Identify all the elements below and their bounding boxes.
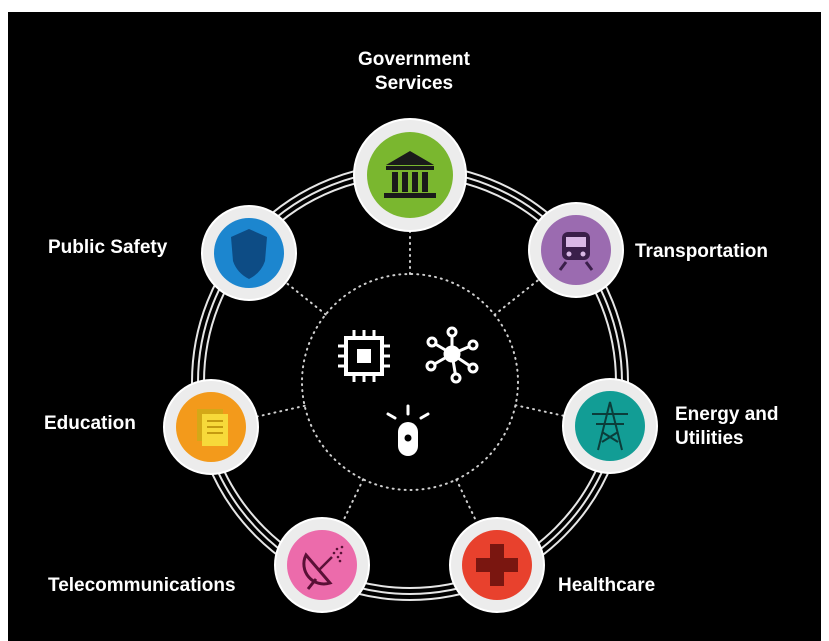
node-transportation (528, 202, 624, 298)
government-building-icon (384, 151, 436, 198)
spoke-energy (514, 404, 566, 417)
chip-icon (338, 330, 390, 382)
label-transportation: Transportation (635, 241, 769, 262)
node-education (163, 379, 259, 475)
sensor-icon (386, 404, 430, 456)
label-healthcare: Healthcare (558, 575, 656, 596)
label-public-safety: Public Safety (48, 237, 168, 258)
label-education: Education (44, 413, 136, 434)
spoke-telecom (341, 478, 365, 524)
spoke-healthcare (455, 478, 478, 524)
label-telecom: Telecommunications (48, 575, 236, 596)
node-healthcare (449, 517, 545, 613)
train-icon (558, 232, 594, 271)
node-telecom (274, 517, 370, 613)
node-public-safety (201, 205, 297, 301)
spokes (255, 230, 566, 524)
network-icon (425, 326, 479, 384)
document-icon (197, 409, 228, 446)
spoke-public-safety (284, 281, 327, 316)
smart-city-diagram (163, 118, 658, 613)
spoke-transportation (493, 278, 541, 316)
inner-dotted-ring (301, 273, 519, 491)
satellite-dish-icon (302, 545, 344, 590)
node-energy (562, 378, 658, 474)
node-government (353, 118, 467, 232)
medical-cross-icon (476, 544, 518, 586)
spoke-education (255, 404, 306, 418)
police-badge-icon (231, 229, 267, 279)
power-tower-icon (592, 401, 628, 451)
